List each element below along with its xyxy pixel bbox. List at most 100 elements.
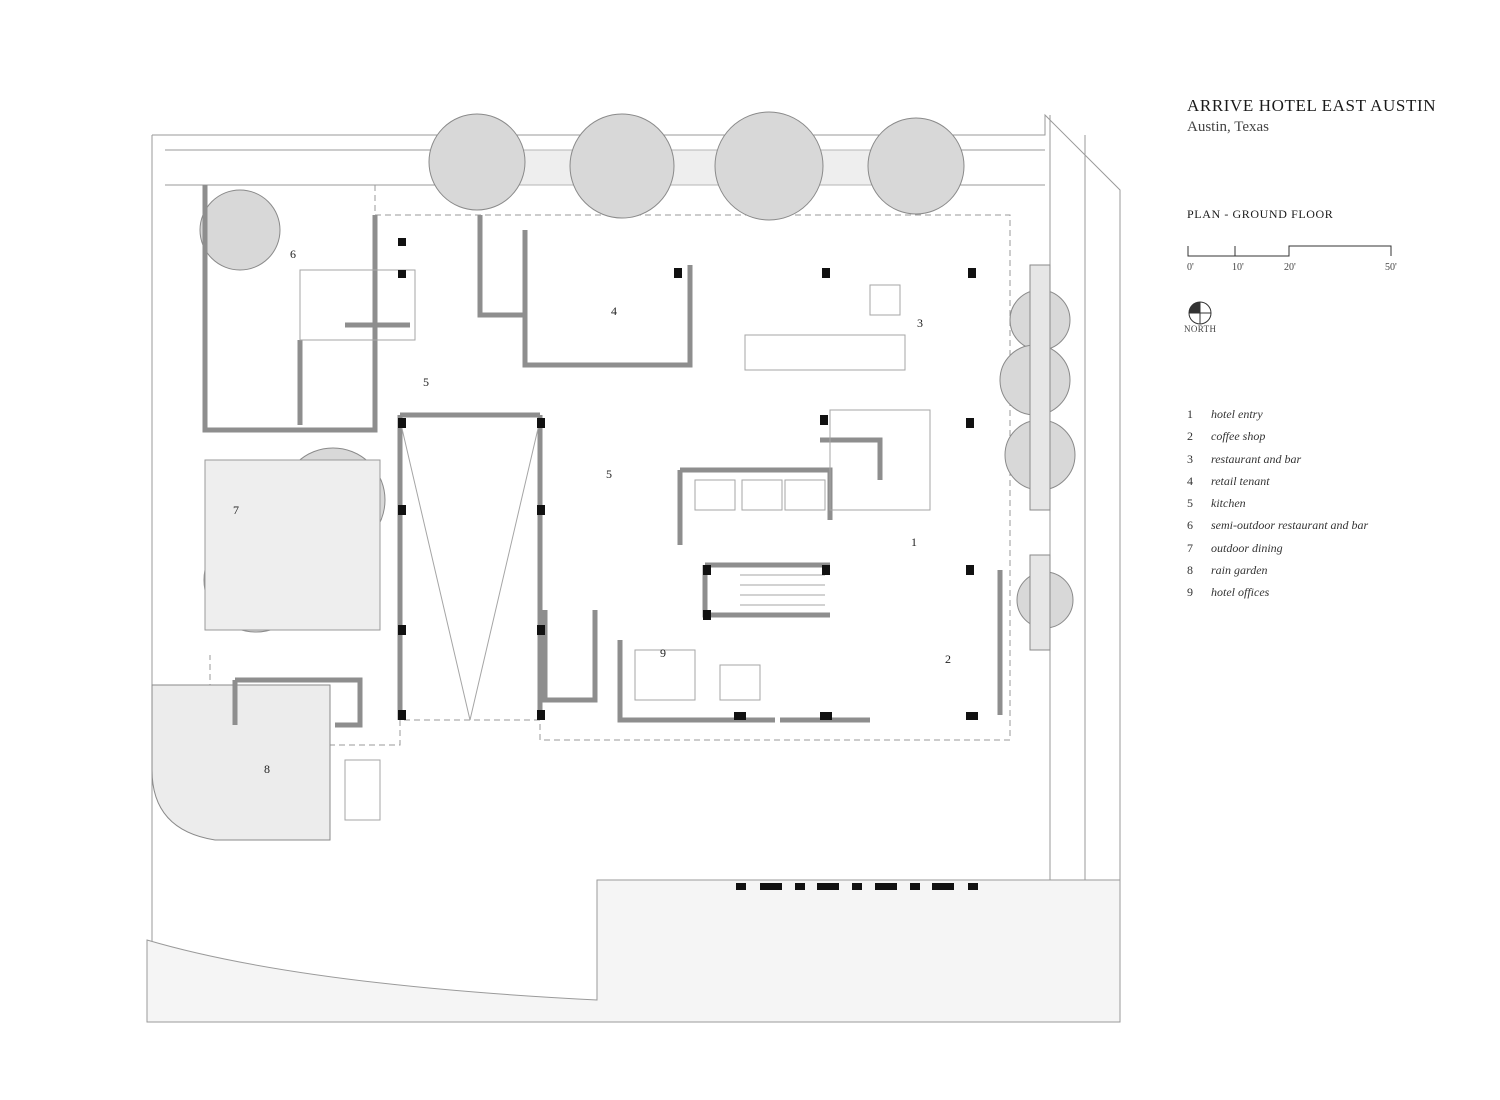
column (910, 883, 920, 890)
legend-text: hotel entry (1211, 407, 1263, 421)
room-label-outdoor-dining: 7 (233, 503, 239, 517)
column (398, 625, 406, 635)
legend-text: restaurant and bar (1211, 451, 1302, 466)
legend-text: hotel offices (1211, 585, 1270, 600)
parking-outline (146, 879, 1121, 1023)
legend-num: 2 (1187, 429, 1193, 444)
wall (232, 677, 363, 728)
legend-num: 4 (1187, 473, 1193, 488)
planter (1029, 264, 1051, 511)
column (875, 883, 897, 890)
table (869, 284, 901, 316)
scale-tick-0: 0' (1187, 262, 1194, 273)
column (398, 710, 406, 720)
plan-label: PLAN - GROUND FLOOR (1187, 207, 1334, 221)
column (820, 712, 832, 720)
legend-item: 1 hotel entry (1187, 407, 1368, 429)
scale-tick-20: 20' (1284, 262, 1296, 273)
wall (542, 610, 598, 703)
column (537, 710, 545, 720)
counter (299, 269, 416, 341)
north-arrow-icon (1188, 301, 1212, 325)
scale-tick-10: 10' (1232, 262, 1244, 273)
legend-item: 4 retail tenant (1187, 474, 1368, 496)
legend-text: rain garden (1211, 563, 1268, 578)
legend-text: outdoor dining (1211, 540, 1283, 555)
column (966, 712, 978, 720)
legend-item: 6 semi-outdoor restaurant and bar (1187, 518, 1368, 540)
column (398, 418, 406, 428)
scale-tick-50: 50' (1385, 262, 1397, 273)
column (736, 883, 746, 890)
legend-num: 5 (1187, 496, 1193, 511)
column (820, 415, 828, 425)
room-label-rain-garden: 8 (264, 762, 270, 776)
column (932, 883, 954, 890)
room-label-coffee-shop: 2 (945, 652, 951, 666)
column (537, 505, 545, 515)
column (398, 505, 406, 515)
drawing-subtitle: Austin, Texas (1187, 119, 1270, 135)
tree-icon (199, 189, 281, 271)
column (734, 712, 746, 720)
legend-item: 3 restaurant and bar (1187, 452, 1368, 474)
north-label: NORTH (1184, 324, 1217, 334)
tree-icon (714, 111, 824, 221)
column (760, 883, 782, 890)
column (966, 418, 974, 428)
room-label-kitchen: 5 (606, 467, 612, 481)
street-curb (1084, 135, 1120, 881)
legend-text: semi-outdoor restaurant and bar (1211, 518, 1369, 533)
wall (680, 467, 833, 520)
elevator (741, 479, 783, 511)
legend-text: kitchen (1211, 496, 1246, 511)
column (795, 883, 805, 890)
office-table (634, 649, 696, 701)
tree-icon (428, 113, 526, 211)
column (703, 565, 711, 575)
room-label-restaurant-bar: 3 (917, 316, 923, 330)
room-label-semi-outdoor: 6 (290, 247, 296, 261)
legend-num: 9 (1187, 585, 1193, 600)
wall (820, 437, 883, 480)
legend-num: 8 (1187, 563, 1193, 578)
wall (477, 215, 693, 368)
scale-bar: 0' 10' 20' 50' (1187, 240, 1402, 280)
legend-text: retail tenant (1211, 473, 1270, 488)
wall (617, 640, 775, 723)
column (398, 270, 406, 278)
tree-icon (569, 113, 675, 219)
column (398, 238, 406, 246)
column (822, 565, 830, 575)
column (968, 268, 976, 278)
stair (740, 574, 825, 606)
booth-row (744, 334, 906, 371)
column (852, 883, 862, 890)
tree-icon (867, 117, 965, 215)
legend-num: 3 (1187, 451, 1193, 466)
retail-diagonal (399, 419, 541, 721)
legend-item: 7 outdoor dining (1187, 541, 1368, 563)
column (822, 268, 830, 278)
elevator (694, 479, 736, 511)
column (966, 565, 974, 575)
scale-bar-graphic (1187, 245, 1392, 257)
legend-item: 5 kitchen (1187, 496, 1368, 518)
rain-garden (151, 684, 331, 841)
drawing-title: ARRIVE HOTEL EAST AUSTIN (1187, 96, 1437, 115)
column (817, 883, 839, 890)
room-label-hotel-offices: 9 (660, 646, 666, 660)
legend-num: 1 (1187, 407, 1193, 421)
planter (1029, 554, 1051, 651)
legend-num: 7 (1187, 540, 1193, 555)
legend-item: 8 rain garden (1187, 563, 1368, 585)
wall (702, 565, 830, 618)
legend-num: 6 (1187, 518, 1193, 533)
column (968, 883, 978, 890)
column (674, 268, 682, 278)
elevator (784, 479, 826, 511)
stair (344, 759, 381, 821)
